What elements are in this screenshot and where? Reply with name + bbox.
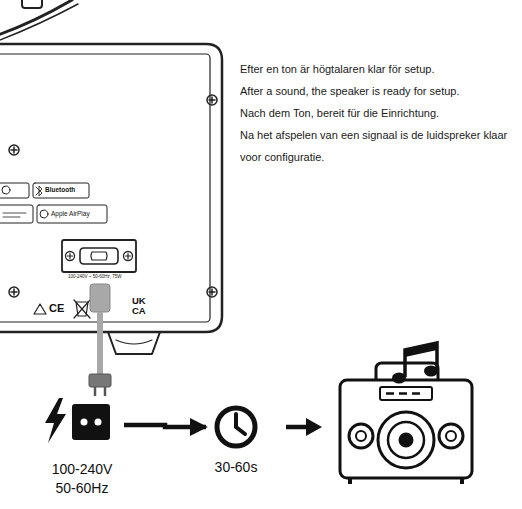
power-cable <box>89 284 111 396</box>
clock-icon <box>217 408 255 446</box>
badges <box>0 183 107 223</box>
power-socket <box>62 240 136 272</box>
strap <box>0 0 72 36</box>
strap-edge <box>0 4 78 42</box>
airplay-badge-text: Apple AirPlay <box>51 210 90 217</box>
outlet-icon <box>72 404 110 440</box>
step-label: 100-240V 50-60Hz <box>40 460 124 498</box>
flow-arrow <box>124 425 206 427</box>
music-note <box>392 343 438 384</box>
power-rating: 100-240V ~ 50-60Hz, 75W <box>68 274 121 279</box>
ukca-mark: CA <box>132 306 146 317</box>
power-step: 100-240V 50-60Hz <box>40 398 124 498</box>
housing <box>0 44 222 332</box>
instruction-text: Nach dem Ton, bereit für die Einrichtung… <box>240 102 520 124</box>
bluetooth-badge-text: Bluetooth <box>45 186 75 193</box>
instruction-text: Efter en ton är högtalaren klar för setu… <box>240 58 520 80</box>
instruction-text: Na het afspelen van een signaal is de lu… <box>240 124 518 168</box>
ce-mark: CE <box>49 302 64 315</box>
weee-bin <box>74 300 90 318</box>
foot <box>108 332 160 354</box>
back-panel <box>0 54 210 322</box>
flow-arrow <box>286 418 322 436</box>
speaker-icon <box>340 363 472 484</box>
screws <box>9 95 217 297</box>
lightning-icon <box>45 398 66 443</box>
foot-edge <box>116 340 152 344</box>
warning-triangle <box>34 304 46 314</box>
step-label: 30-60s <box>215 458 258 477</box>
wait-step: 30-60s <box>206 404 266 477</box>
instruction-text: After a sound, the speaker is ready for … <box>240 80 520 102</box>
knob <box>22 0 42 8</box>
